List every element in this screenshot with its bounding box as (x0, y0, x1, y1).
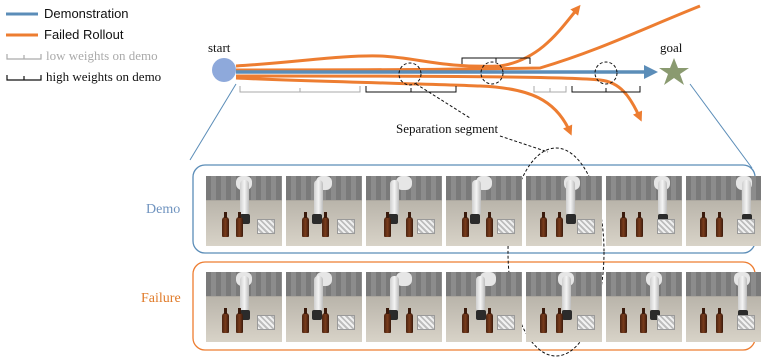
failure-frame (366, 272, 442, 342)
demo-frame (286, 176, 362, 246)
demo-frame (606, 176, 682, 246)
start-label: start (208, 40, 231, 55)
failure-row-label: Failure (141, 291, 181, 306)
separation-circle-3 (594, 61, 618, 85)
demo-frame (366, 176, 442, 246)
low-weight-bracket-icon (6, 54, 42, 60)
failure-frame (606, 272, 682, 342)
failure-frame (446, 272, 522, 342)
failed-rollout-path-1 (235, 4, 581, 68)
zoom-line-left (189, 83, 237, 161)
legend-failed-rollout-label: Failed Rollout (44, 27, 124, 42)
demo-frame (526, 176, 602, 246)
goal-label: goal (660, 40, 683, 55)
legend-high-weights-label: high weights on demo (46, 69, 162, 84)
demo-frame (446, 176, 522, 246)
failure-frames (206, 272, 761, 342)
zoom-line-right (689, 83, 753, 169)
demo-row-label: Demo (146, 202, 181, 217)
demo-frame (206, 176, 282, 246)
demo-frame (686, 176, 761, 246)
failure-frame (206, 272, 282, 342)
failed-rollout-path-3 (235, 76, 573, 136)
separation-leader-line-2 (499, 135, 549, 153)
failed-rollout-path-4 (235, 74, 643, 122)
goal-star-icon (659, 58, 689, 85)
separation-circle-2 (480, 61, 504, 85)
legend-low-weights-label: low weights on demo (46, 48, 158, 63)
failure-frame (526, 272, 602, 342)
legend-demonstration-label: Demonstration (44, 6, 129, 21)
failed-rollout-path-2 (235, 4, 701, 72)
separation-segment-label: Separation segment (396, 121, 499, 136)
separation-circle-1 (398, 62, 422, 86)
failure-frame (286, 272, 362, 342)
failed-rollout-line-icon (6, 33, 38, 37)
separation-ellipse (507, 147, 605, 357)
separation-leader-line (415, 83, 471, 119)
failure-frame (686, 272, 761, 342)
demonstration-line-icon (6, 12, 38, 16)
demo-frames (206, 176, 761, 246)
high-weight-bracket-icon (6, 75, 42, 81)
start-circle-icon (212, 58, 236, 82)
